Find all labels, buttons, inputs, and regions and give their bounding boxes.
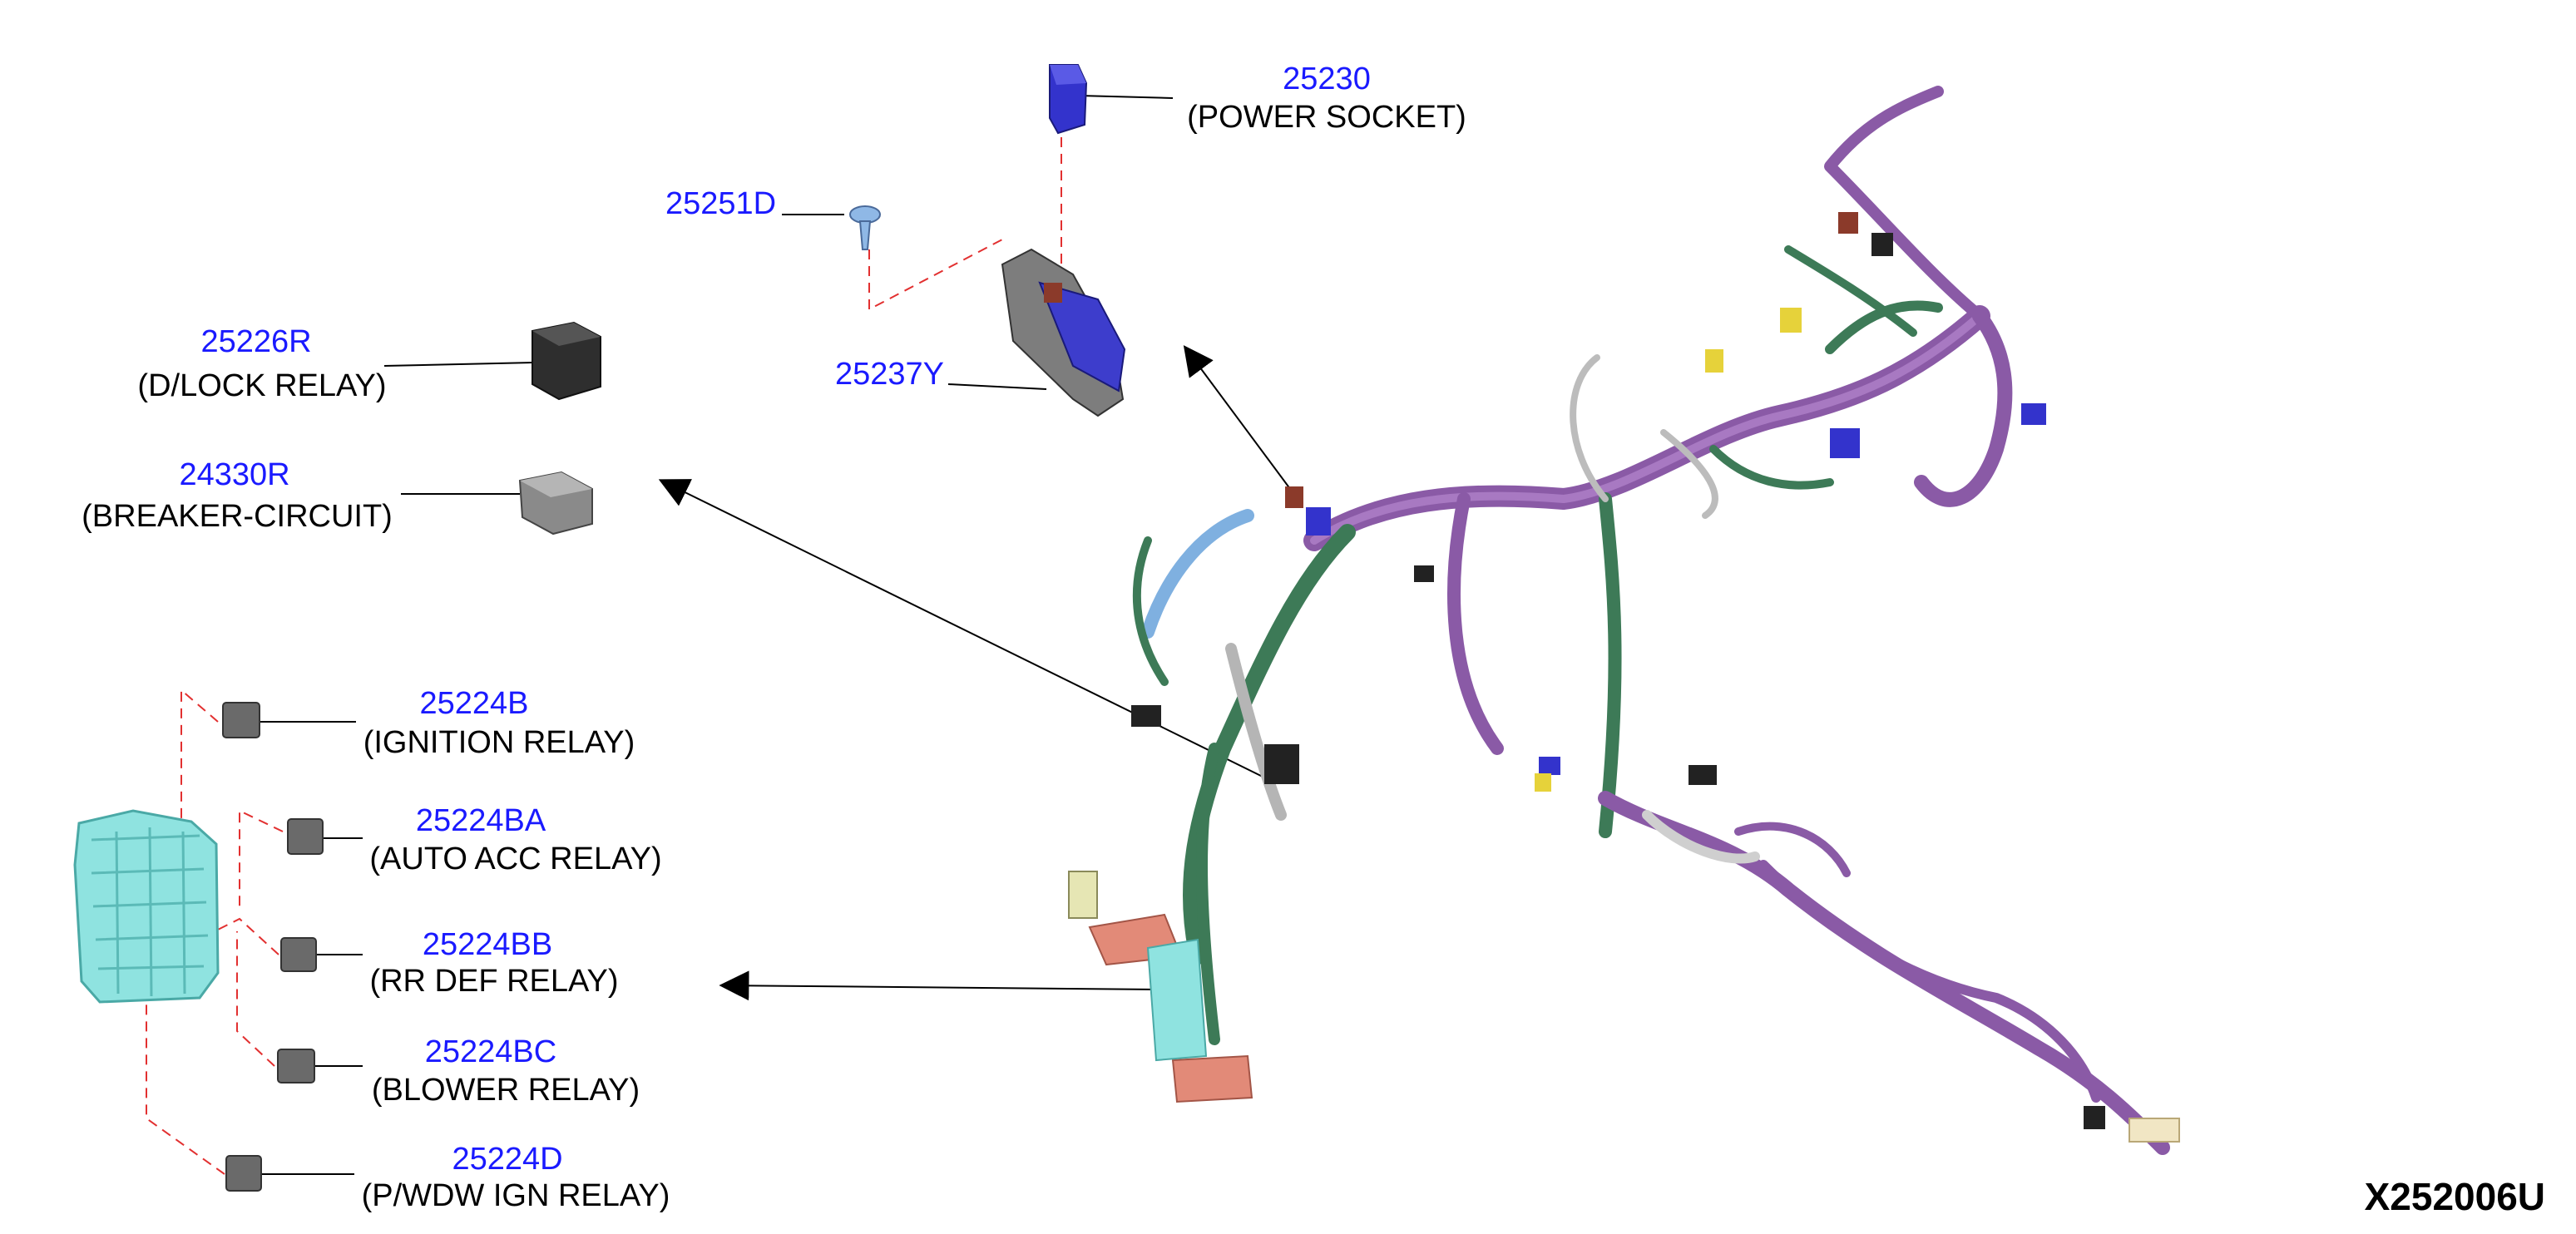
dashed-assembly-lines: [146, 137, 1062, 1175]
label-25224ba[interactable]: 25224BA (AUTO ACC RELAY): [369, 803, 661, 876]
label-25224bc[interactable]: 25224BC (BLOWER RELAY): [372, 1034, 640, 1108]
part-number: 25224BB: [423, 927, 552, 962]
label-25224d[interactable]: 25224D (P/WDW IGN RELAY): [362, 1142, 670, 1213]
clip-icon: [849, 205, 881, 250]
part-number: 25251D: [665, 186, 776, 221]
harness-connectors: [1068, 212, 2180, 1143]
part-description: (P/WDW IGN RELAY): [362, 1178, 670, 1213]
part-number: 24330R: [179, 457, 289, 492]
bracket-icon: [1001, 248, 1126, 417]
label-25237y[interactable]: 25237Y: [835, 357, 944, 392]
relay-icon: [222, 702, 324, 1192]
part-number: 25224BC: [425, 1034, 556, 1069]
part-number: 25224BA: [416, 803, 546, 838]
part-description: (AUTO ACC RELAY): [369, 842, 661, 876]
part-description: (RR DEF RELAY): [369, 964, 618, 999]
part-number: 25237Y: [835, 357, 944, 392]
label-25251d[interactable]: 25251D: [665, 186, 776, 221]
part-description: (BREAKER-CIRCUIT): [82, 499, 393, 534]
label-25224bb[interactable]: 25224BB (RR DEF RELAY): [369, 927, 618, 999]
part-description: (POWER SOCKET): [1187, 100, 1466, 135]
label-25224b[interactable]: 25224B (IGNITION RELAY): [363, 686, 635, 760]
part-number: 25230: [1283, 62, 1371, 96]
arrows: [658, 345, 1298, 1001]
part-description: (BLOWER RELAY): [372, 1073, 640, 1108]
part-number: 25224D: [452, 1142, 562, 1177]
label-25230[interactable]: 25230 (POWER SOCKET): [1187, 62, 1466, 135]
part-number: 25224B: [419, 686, 528, 721]
label-24330r[interactable]: 24330R (BREAKER-CIRCUIT): [82, 457, 393, 534]
part-number: 25226R: [200, 324, 311, 359]
breaker-icon: [518, 471, 593, 536]
fuse-block-icon: [73, 809, 220, 1004]
leader-lines: [260, 95, 1174, 1175]
part-description: (IGNITION RELAY): [363, 725, 635, 760]
power-socket-icon: [1049, 64, 1088, 135]
label-25226r[interactable]: 25226R (D/LOCK RELAY): [137, 324, 386, 403]
diagram-code: X252006U: [2365, 1175, 2545, 1218]
relay-icon: [532, 321, 601, 401]
wire-harness-icon: [1132, 86, 2170, 1155]
part-description: (D/LOCK RELAY): [137, 368, 386, 403]
